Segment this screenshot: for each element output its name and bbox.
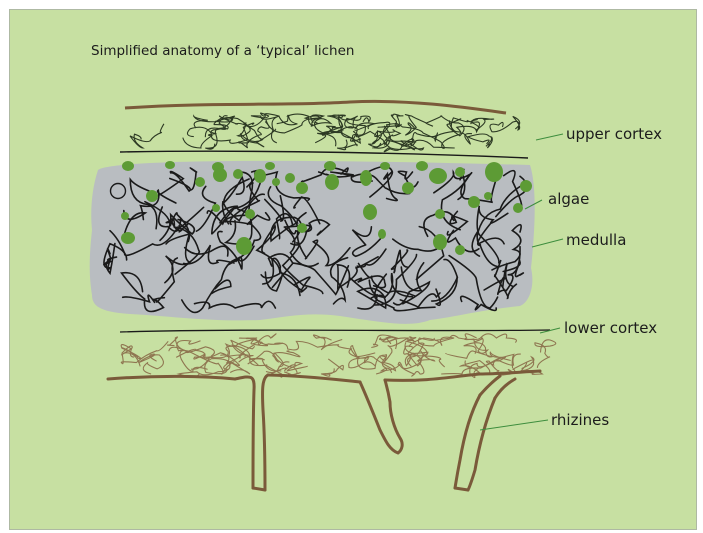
algae-cell [513, 203, 523, 213]
algae-cell [213, 168, 227, 182]
algae-cell [363, 204, 377, 220]
rhizine [455, 488, 468, 490]
algae-cell [429, 168, 447, 184]
label-lower-cortex: lower cortex [564, 319, 657, 337]
algae-cell [285, 173, 295, 183]
lichen-illustration [10, 10, 697, 530]
lichen-diagram: Simplified anatomy of a ‘typical’ lichen… [9, 9, 697, 530]
algae-cell [325, 174, 339, 190]
algae-cell [254, 169, 266, 183]
algae-cell [265, 162, 275, 170]
algae-cell [378, 229, 386, 239]
label-rhizines: rhizines [551, 411, 609, 429]
algae-cell [236, 237, 252, 255]
algae-cell [520, 180, 532, 192]
algae-cell [435, 209, 445, 219]
algae-cell [245, 209, 255, 219]
algae-cell [485, 162, 503, 182]
algae-cell [146, 190, 158, 202]
algae-cell [121, 232, 135, 244]
label-medulla: medulla [566, 231, 626, 249]
algae-cell [380, 162, 390, 170]
algae-cell [484, 192, 492, 200]
algae-cell [233, 169, 243, 179]
algae-cell [297, 223, 307, 233]
label-upper-cortex: upper cortex [566, 125, 662, 143]
algae-cell [122, 161, 134, 171]
label-algae: algae [548, 190, 589, 208]
diagram-title: Simplified anatomy of a ‘typical’ lichen [91, 43, 354, 59]
algae-cell [360, 170, 372, 186]
algae-cell [468, 196, 480, 208]
algae-cell [416, 161, 428, 171]
algae-cell [324, 161, 336, 171]
algae-cell [433, 234, 447, 250]
algae-cell [212, 204, 220, 212]
algae-cell [296, 182, 308, 194]
algae-cell [121, 212, 129, 220]
algae-cell [195, 177, 205, 187]
algae-cell [272, 178, 280, 186]
algae-cell [455, 245, 465, 255]
medulla [90, 161, 535, 324]
algae-cell [402, 182, 414, 194]
algae-cell [455, 167, 465, 177]
algae-cell [165, 161, 175, 169]
rhizine [253, 488, 265, 490]
